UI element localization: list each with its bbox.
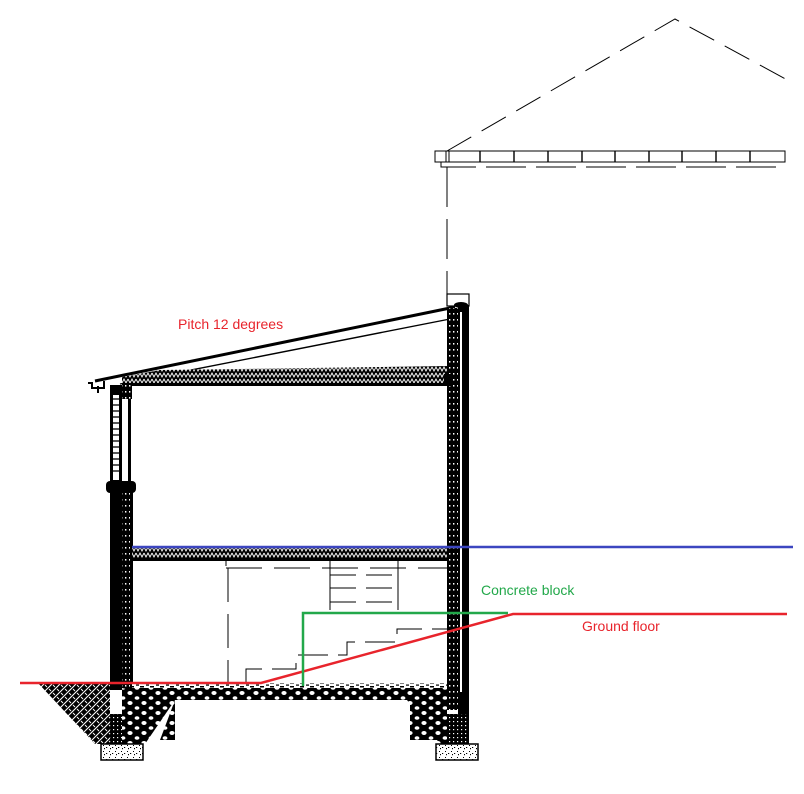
intermediate-floor bbox=[132, 547, 447, 561]
neighbour-roof-outline bbox=[446, 18, 794, 152]
right-foundation bbox=[407, 700, 479, 761]
concrete-block-outline bbox=[301, 611, 508, 686]
left-wall-upper bbox=[106, 385, 136, 493]
insulated-ceiling bbox=[122, 366, 450, 386]
ground-slab bbox=[132, 683, 447, 745]
concrete-block-label: Concrete block bbox=[481, 582, 575, 598]
right-wall bbox=[444, 305, 469, 715]
neighbour-eaves bbox=[434, 150, 786, 300]
ground-floor-label: Ground floor bbox=[582, 618, 660, 634]
left-foundation bbox=[38, 683, 175, 761]
ground-level-line bbox=[20, 612, 787, 685]
pitch-label: Pitch 12 degrees bbox=[178, 316, 284, 332]
left-wall-lower bbox=[110, 490, 133, 710]
staircase bbox=[225, 561, 447, 683]
